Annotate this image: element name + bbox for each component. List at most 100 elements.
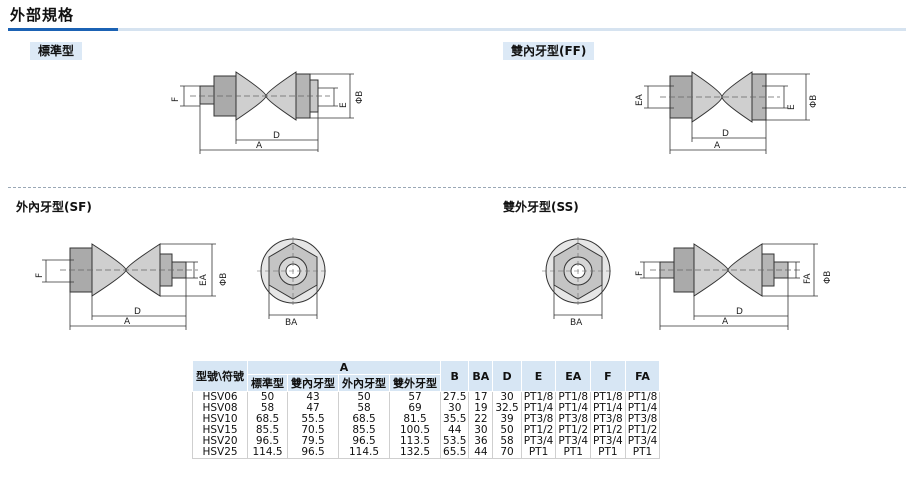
table-cell: PT3/4 [520,436,557,447]
dim-label: F [171,97,181,102]
dim-label: ΦB [219,273,229,286]
table-cell: 114.5 [247,447,289,459]
a-subheader: 雙內牙型 [287,374,340,392]
table-cell: 44 [440,425,470,436]
table-cell: PT3/8 [590,414,626,425]
table-cell: PT3/4 [555,436,592,447]
dim-label: D [134,307,141,317]
col-header: FA [624,360,661,392]
page-title: 外部規格 [10,6,75,24]
table-cell: PT1/8 [520,391,557,403]
dim-label: ΦB [823,271,833,284]
table-cell: 30 [492,391,522,403]
table-cell: 50 [492,425,522,436]
ss-end-view-drawing: BA [542,237,614,328]
sf-end-view-drawing: BA [257,237,329,328]
table-cell: PT3/8 [555,414,592,425]
table-cell: 70 [492,447,522,459]
table-cell: PT1/8 [590,391,626,403]
table-cell: 39 [492,414,522,425]
model-cell: HSV06 [191,391,249,403]
table-cell: PT3/4 [590,436,626,447]
dim-label: F [635,271,645,276]
model-cell: HSV08 [191,403,249,414]
table-cell: 44 [468,447,494,459]
table-cell: PT1/2 [555,425,592,436]
a-subheader: 外內牙型 [338,374,391,392]
dim-label: D [273,131,280,141]
dim-label: A [722,317,729,327]
a-subheader: 標準型 [247,374,289,392]
table-cell: 30 [440,403,470,414]
ff-type-drawing: EA E ΦB D A [635,71,819,154]
standard-type-drawing: F E ΦB D A [171,71,365,154]
dim-label: BA [285,318,298,328]
table-cell: 35.5 [440,414,470,425]
table-cell: PT1 [520,447,557,459]
table-cell: PT1/4 [555,403,592,414]
col-header: D [492,360,522,392]
dim-label: BA [570,318,583,328]
dim-label: A [714,141,721,151]
dim-label: FA [803,273,813,284]
col-header: EA [555,360,592,392]
table-cell: 32.5 [492,403,522,414]
model-cell: HSV15 [191,425,249,436]
a-header: A [247,360,442,375]
model-cell: HSV25 [191,447,249,459]
section-label-ff: 雙內牙型(FF) [503,42,595,60]
model-cell: HSV20 [191,436,249,447]
section-label-ss: 雙外牙型(SS) [503,200,579,214]
table-cell: PT3/8 [624,414,661,425]
col-header: BA [468,360,494,392]
table-cell: PT3/4 [624,436,661,447]
dim-label: EA [199,273,209,286]
title-underline [8,28,906,31]
sf-type-drawing: F EA ΦB D A [35,243,229,330]
table-cell: PT1/2 [590,425,626,436]
ss-type-drawing: F FA ΦB D A [635,243,833,330]
table-cell: 65.5 [440,447,470,459]
dim-label: A [256,141,263,151]
dim-label: EA [635,93,645,106]
dim-label: E [787,104,797,110]
a-subheader: 雙外牙型 [389,374,442,392]
dim-label: D [736,307,743,317]
dim-label: F [35,273,45,278]
table-cell: PT1/2 [624,425,661,436]
table-cell: 53.5 [440,436,470,447]
dim-label: A [124,317,131,327]
table-cell: PT1/4 [520,403,557,414]
table-cell: PT1 [590,447,626,459]
table-cell: PT3/8 [520,414,557,425]
section-label-sf: 外內牙型(SF) [16,200,92,214]
table-cell: PT1 [555,447,592,459]
col-header: F [590,360,626,392]
dim-label: E [339,102,349,108]
col-header: B [440,360,470,392]
section-label-standard: 標準型 [30,42,83,60]
col-header: E [520,360,557,392]
table-cell: PT1 [624,447,661,459]
section-divider [8,187,906,188]
dim-label: ΦB [355,91,365,104]
table-cell: PT1/4 [590,403,626,414]
table-cell: PT1/8 [555,391,592,403]
table-cell: 114.5 [338,447,391,459]
dim-label: D [722,129,729,139]
model-cell: HSV10 [191,414,249,425]
table-cell: 96.5 [287,447,340,459]
dim-label: ΦB [809,95,819,108]
table-cell: PT1/8 [624,391,661,403]
table-cell: 132.5 [389,447,442,459]
spec-table: 型號\符號 A B BA D E EA F FA 標準型 雙內牙型 外內牙型 雙… [191,360,661,459]
table-cell: PT1/4 [624,403,661,414]
model-header: 型號\符號 [191,360,249,392]
table-cell: PT1/2 [520,425,557,436]
